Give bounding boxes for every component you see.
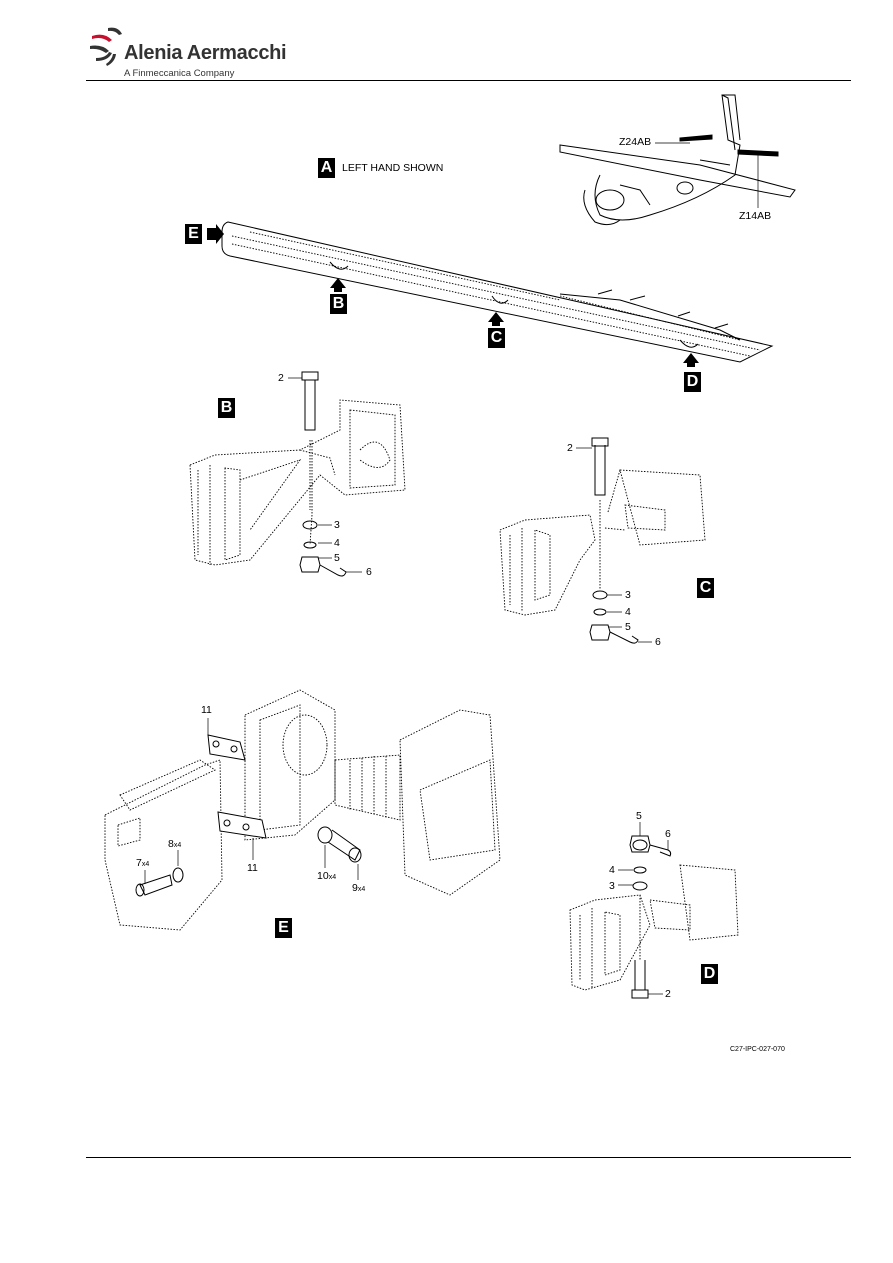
aircraft-drawing [559, 94, 796, 226]
callout-c-4: 4 [625, 606, 631, 618]
callout-c-3: 3 [625, 589, 631, 601]
view-b-badge: B [218, 398, 235, 418]
arrow-e-icon [207, 224, 224, 244]
callout-d-5: 5 [636, 810, 642, 822]
callout-e-8: 8x4 [168, 838, 182, 850]
view-c-drawing [499, 437, 706, 644]
view-c-badge-wing: C [488, 328, 505, 348]
view-b-drawing [189, 371, 406, 577]
company-subtitle: A Finmeccanica Company [124, 68, 235, 79]
view-a-caption: LEFT HAND SHOWN [342, 162, 444, 174]
view-b-badge-wing: B [330, 294, 347, 314]
callout-e-7: 7x4 [136, 857, 150, 869]
callout-d-6: 6 [665, 828, 671, 840]
view-d-badge: D [701, 964, 718, 984]
callout-c-2: 2 [567, 442, 573, 454]
view-e-badge: E [275, 918, 292, 938]
view-a-badge: A [318, 158, 335, 178]
wing-drawing [221, 221, 774, 363]
view-d-drawing [569, 822, 739, 999]
callout-e-11-bottom: 11 [247, 862, 258, 874]
callout-d-3: 3 [609, 880, 615, 892]
zone-label-left: Z24AB [619, 136, 652, 148]
callout-b-6: 6 [366, 566, 372, 578]
view-e-badge-wing: E [185, 224, 202, 244]
callout-c-6: 6 [655, 636, 661, 648]
callout-d-2: 2 [665, 988, 671, 1000]
callout-d-4: 4 [609, 864, 615, 876]
view-c-badge: C [697, 578, 714, 598]
callout-e-10: 10x4 [317, 870, 337, 882]
arrow-b-icon [330, 278, 346, 292]
figure-id: C27-IPC-027-070 [730, 1046, 785, 1053]
header-divider [86, 80, 851, 81]
company-name: Alenia Aermacchi [124, 42, 287, 64]
view-d-badge-wing: D [684, 372, 701, 392]
callout-b-4: 4 [334, 537, 340, 549]
callout-e-11-top: 11 [201, 704, 212, 716]
callout-c-5: 5 [625, 621, 631, 633]
callout-b-5: 5 [334, 552, 340, 564]
callout-b-3: 3 [334, 519, 340, 531]
view-e-drawing [104, 689, 501, 931]
arrow-c-icon [488, 312, 504, 326]
zone-label-right: Z14AB [739, 210, 772, 222]
alenia-swoosh-icon [90, 27, 122, 66]
callout-e-9: 9x4 [352, 882, 366, 894]
footer-divider [86, 1157, 851, 1158]
callout-b-2: 2 [278, 372, 284, 384]
arrow-d-icon [683, 353, 699, 367]
